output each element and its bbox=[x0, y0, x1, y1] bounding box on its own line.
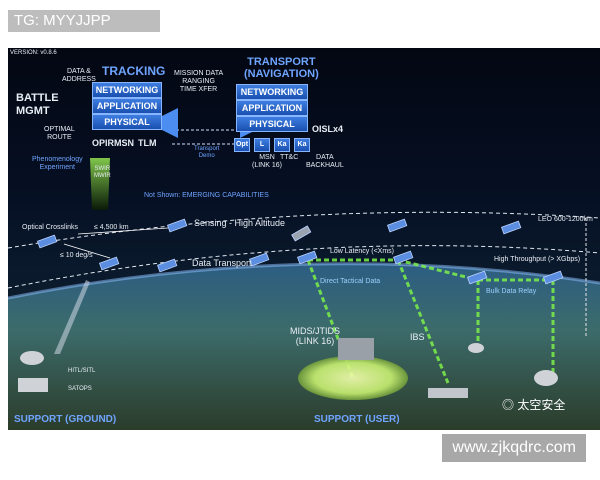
link-ka-1: Ka bbox=[274, 138, 290, 152]
mids-terminal-icon bbox=[338, 338, 374, 360]
data-address-label: DATA &ADDRESS bbox=[62, 68, 96, 83]
satellite bbox=[297, 250, 318, 265]
version-label: VERSION: v0.8.6 bbox=[10, 50, 57, 56]
msn-link16-label: MSN(LINK 16) bbox=[252, 154, 282, 169]
hitl-label: HITL/SITL bbox=[68, 368, 96, 374]
range-4500-label: ≤ 4,500 km bbox=[94, 224, 129, 231]
link-l: L bbox=[254, 138, 270, 152]
tg-tag: TG: MYYJJPP bbox=[8, 10, 160, 32]
satellite bbox=[291, 225, 312, 242]
diagram-graphics bbox=[8, 108, 600, 430]
ground-beam bbox=[54, 280, 90, 354]
not-shown-label: Not Shown: EMERGING CAPABILITIES bbox=[144, 192, 269, 199]
optical-crosslinks-label: Optical Crosslinks bbox=[22, 224, 79, 231]
mids-label: MIDS/JTIDS(LINK 16) bbox=[290, 326, 341, 346]
satellite bbox=[37, 234, 58, 249]
sensing-label: Sensing - High Altitude bbox=[194, 218, 286, 228]
rate-10deg-label: ≤ 10 deg/s bbox=[60, 252, 93, 259]
swir-beam bbox=[90, 158, 110, 210]
transport-networking-layer: NETWORKING bbox=[236, 84, 308, 100]
orbit-low bbox=[8, 245, 600, 289]
high-throughput-label: High Throughput (> XGbps) bbox=[494, 256, 581, 263]
transport-title: TRANSPORT(NAVIGATION) bbox=[244, 56, 319, 80]
atmosphere-glow bbox=[8, 262, 600, 300]
crosslink-arrow bbox=[77, 227, 169, 235]
tracking-sensor-opir: OPIR bbox=[92, 138, 115, 148]
tracking-title: TRACKING bbox=[102, 64, 166, 78]
support-ground-label: SUPPORT (GROUND) bbox=[14, 414, 117, 425]
dish-icon bbox=[468, 343, 484, 353]
transport-physical-layer: PHYSICAL bbox=[236, 116, 308, 132]
user-support-zone bbox=[298, 356, 408, 400]
transport-application-layer: APPLICATION bbox=[236, 100, 308, 116]
satops-label: SATOPS bbox=[68, 386, 92, 392]
oisl-label: OISLx4 bbox=[312, 124, 344, 134]
link-opt: Opt bbox=[234, 138, 250, 152]
satellite bbox=[99, 256, 120, 271]
satellite bbox=[467, 270, 488, 285]
satellite bbox=[157, 258, 178, 273]
url-tag: www.zjkqdrc.com bbox=[442, 434, 586, 462]
direct-tactical-label: Direct Tactical Data bbox=[320, 278, 381, 285]
satellite bbox=[501, 220, 522, 235]
tracking-networking-layer: NETWORKING bbox=[92, 82, 162, 98]
support-user-label: SUPPORT (USER) bbox=[314, 414, 400, 425]
tracking-physical-layer: PHYSICAL bbox=[92, 114, 162, 130]
satellite bbox=[543, 270, 564, 285]
satellite bbox=[387, 218, 408, 233]
tracking-application-layer: APPLICATION bbox=[92, 98, 162, 114]
low-latency-label: Low Latency (<Xms) bbox=[330, 248, 394, 255]
ground-stations bbox=[18, 338, 558, 398]
satellite bbox=[167, 218, 188, 233]
link-ka-2: Ka bbox=[294, 138, 310, 152]
ttc-label: TT&C bbox=[280, 154, 299, 161]
satellite bbox=[249, 252, 270, 267]
leo-label: LEO 600-1200km bbox=[538, 216, 593, 223]
watermark-label: ◎ 太空安全 bbox=[502, 398, 566, 412]
arrow-left bbox=[158, 108, 178, 138]
tracking-sensor-tlm: TLM bbox=[138, 138, 157, 148]
data-transport-label: Data Transport bbox=[192, 258, 252, 268]
bulk-data-label: Bulk Data Relay bbox=[486, 288, 537, 295]
building-icon bbox=[18, 378, 48, 392]
satellite bbox=[393, 250, 414, 265]
dish-icon bbox=[534, 370, 558, 386]
satellites bbox=[37, 218, 564, 285]
orbit-high bbox=[8, 211, 600, 249]
ibs-label: IBS bbox=[410, 332, 425, 342]
tracking-sensor-msn: MSN bbox=[114, 138, 134, 148]
dish-icon bbox=[20, 351, 44, 365]
ship-icon bbox=[428, 388, 468, 398]
wechat-icon: ◎ bbox=[502, 398, 515, 412]
